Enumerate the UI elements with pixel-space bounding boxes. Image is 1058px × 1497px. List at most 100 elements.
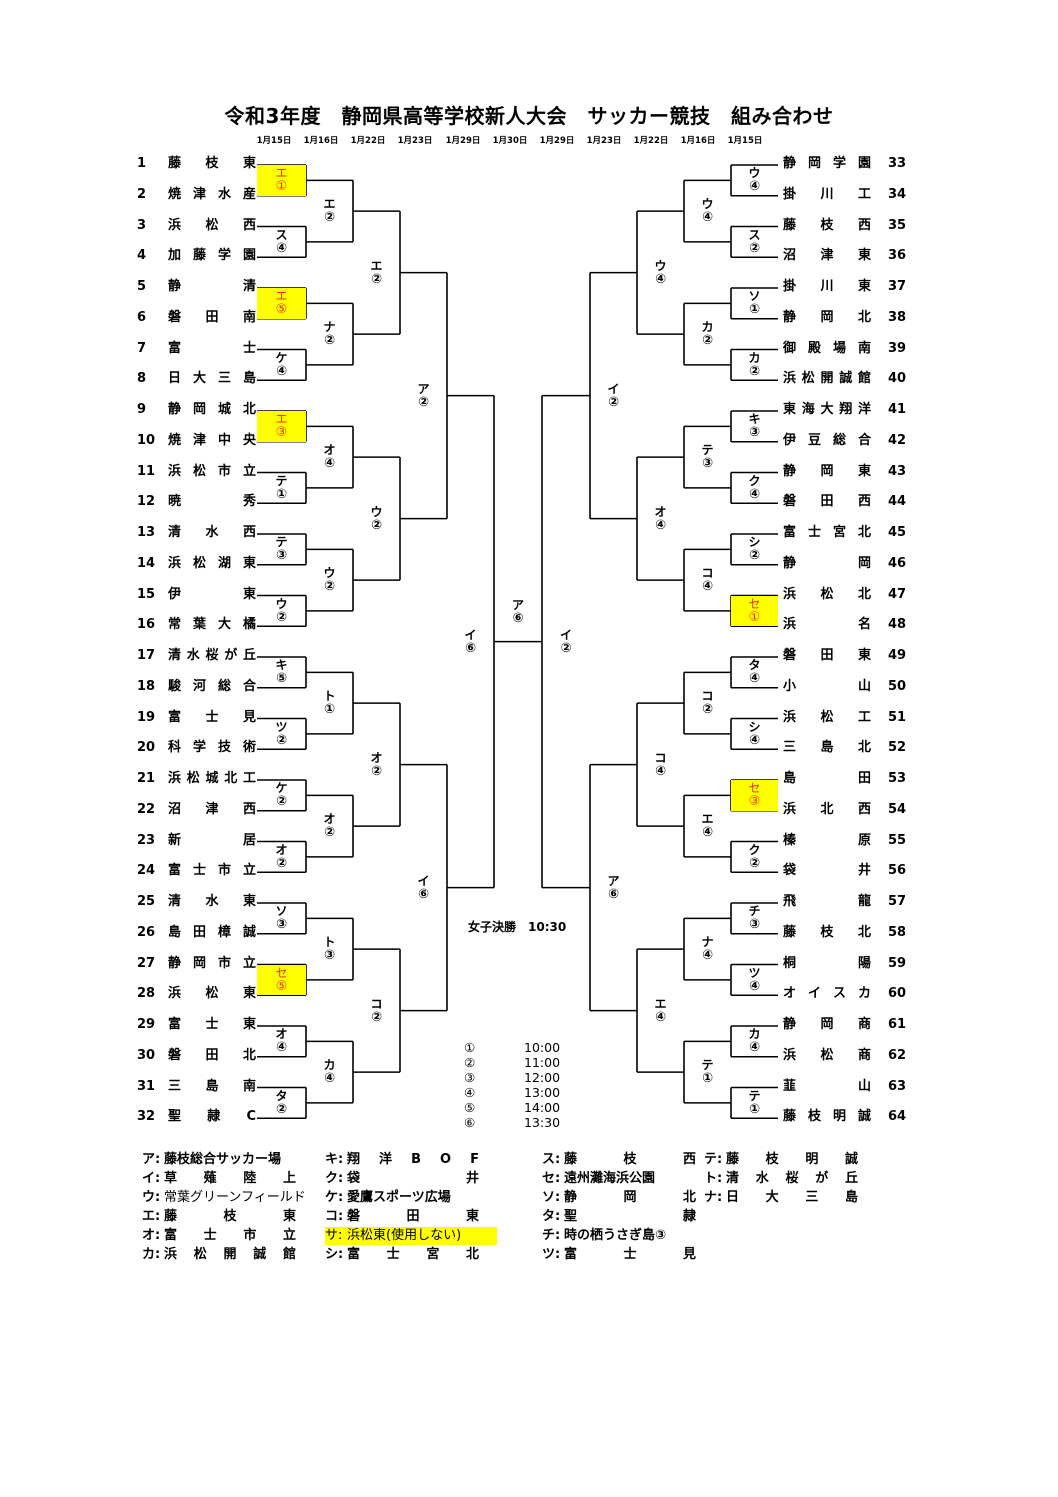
seed-number: 63 — [888, 1078, 907, 1094]
round-date: 1月22日 — [633, 136, 669, 146]
seed-number: 52 — [888, 740, 907, 756]
team-name: 浜松商 — [783, 1047, 871, 1063]
match-time-slot: ② — [323, 825, 335, 841]
match-time-slot: ② — [323, 579, 335, 595]
seed-number: 32 — [137, 1109, 156, 1125]
match-time-slot: ④ — [701, 948, 713, 964]
time-slot-key: ③ — [464, 1070, 476, 1085]
seed-number: 48 — [888, 617, 907, 633]
match-venue: エ — [275, 289, 288, 304]
venue-name: 浜松東(使用しない) — [347, 1228, 462, 1243]
match-venue: ク — [748, 473, 761, 488]
venue-name: 富士宮北 — [347, 1247, 479, 1262]
seed-number: 43 — [888, 463, 907, 479]
match-time-slot: ④ — [275, 363, 287, 379]
match-time-slot: ④ — [701, 579, 713, 595]
time-slot-time: 11:00 — [524, 1055, 561, 1070]
venue-entry: サ: 浜松東(使用しない) — [325, 1227, 497, 1245]
venue-key: サ: — [325, 1228, 343, 1243]
team-name: 掛川工 — [783, 186, 871, 202]
time-slot-time: 13:30 — [524, 1115, 561, 1130]
venue-entry: コ:磐田東 — [325, 1208, 479, 1226]
match-time-slot: ④ — [748, 486, 760, 502]
team-name: 御殿場南 — [783, 340, 871, 356]
match-time-slot: ① — [275, 486, 287, 502]
team-name: 桐陽 — [783, 955, 871, 971]
venue-entry: セ:遠州灘海浜公園 — [542, 1170, 696, 1188]
venue-name: 藤枝東 — [164, 1209, 296, 1224]
team-name: 浜松西 — [168, 217, 256, 233]
match-venue: ナ — [323, 320, 336, 335]
team-name: 静岡商 — [783, 1017, 871, 1032]
team-name: 富士 — [168, 340, 256, 356]
match-venue: キ — [275, 658, 288, 673]
match-time-slot: ② — [748, 363, 760, 379]
match-venue: キ — [748, 412, 761, 427]
venue-name: 富士見 — [564, 1247, 696, 1262]
team-name: 藤枝西 — [783, 217, 871, 233]
venue-key: オ: — [142, 1228, 161, 1243]
team-name: 東海大翔洋 — [783, 402, 871, 417]
venue-entry: ツ:富士見 — [542, 1246, 696, 1264]
time-slot-time: 14:00 — [524, 1100, 561, 1115]
team-name: 浜松市立 — [168, 463, 256, 479]
match-time-slot: ② — [275, 1101, 287, 1117]
team-name: 焼津水産 — [168, 186, 256, 202]
team-name: 焼津中央 — [168, 432, 256, 448]
venue-entry: ク:袋井 — [325, 1170, 479, 1188]
round-date: 1月30日 — [492, 136, 528, 146]
match-venue: セ — [748, 596, 761, 611]
venue-entry: カ:浜松開誠館 — [142, 1246, 296, 1264]
seed-number: 60 — [888, 986, 907, 1002]
match-venue: ト — [323, 935, 336, 950]
venue-key: コ: — [325, 1209, 344, 1224]
seed-number: 57 — [888, 894, 907, 909]
match-time-slot: ④ — [654, 517, 666, 533]
venue-key: ナ: — [704, 1190, 723, 1205]
venue-key: キ: — [325, 1152, 344, 1167]
seed-number: 45 — [888, 525, 907, 540]
venue-name: 袋井 — [347, 1171, 479, 1186]
round-date: 1月29日 — [539, 136, 575, 146]
seed-number: 49 — [888, 648, 907, 663]
seed-number: 13 — [137, 525, 156, 540]
match-venue: ナ — [701, 935, 714, 950]
venue-entry: イ:草薙陸上 — [142, 1170, 296, 1188]
match-venue: ソ — [275, 904, 288, 919]
team-name: 新居 — [168, 832, 256, 848]
team-name: 小山 — [783, 678, 871, 694]
team-name: 清水東 — [168, 894, 256, 909]
match-time-slot: ⑥ — [417, 886, 429, 902]
match-time-slot: ③ — [275, 548, 287, 564]
match-time-slot: ④ — [275, 1040, 287, 1056]
seed-number: 19 — [137, 709, 156, 725]
match-time-slot: ② — [370, 1009, 382, 1025]
match-venue: タ — [748, 658, 761, 673]
match-time-slot: ③ — [275, 425, 288, 441]
team-name: 掛川東 — [783, 279, 871, 294]
match-time-slot: ① — [323, 702, 335, 718]
round-date: 1月15日 — [727, 136, 763, 146]
seed-number: 58 — [888, 924, 907, 940]
seed-number: 7 — [137, 340, 147, 356]
seed-number: 29 — [137, 1017, 156, 1032]
time-slot-key: ⑥ — [464, 1115, 476, 1130]
venue-name: 磐田東 — [347, 1209, 479, 1224]
seed-number: 8 — [137, 371, 147, 387]
match-time-slot: ⑤ — [275, 671, 287, 687]
